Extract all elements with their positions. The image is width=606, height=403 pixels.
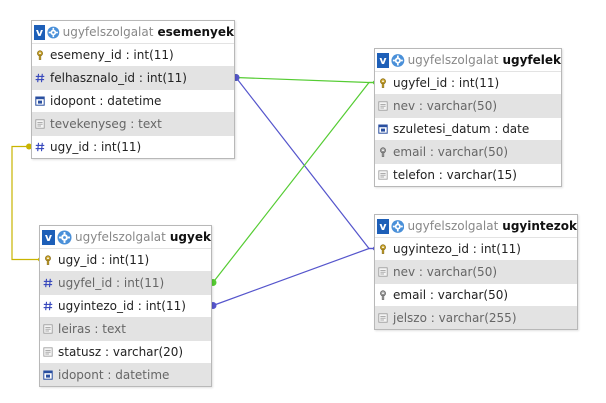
- column-label: statusz : varchar(20): [58, 345, 184, 359]
- table-header[interactable]: v ugyfelszolgalat ugyintezok: [375, 215, 577, 237]
- column-label: email : varchar(50): [393, 288, 509, 302]
- index-hash-icon: [32, 142, 50, 152]
- column-label: idopont : datetime: [58, 368, 170, 382]
- key-icon: [40, 255, 58, 265]
- key-icon: [32, 50, 50, 60]
- column-label: tevekenyseg : text: [50, 117, 162, 131]
- column-row[interactable]: idopont : datetime: [32, 89, 234, 112]
- text-column-icon: [375, 170, 393, 180]
- gear-icon[interactable]: [391, 53, 405, 68]
- column-row[interactable]: ugyfel_id : int(11): [40, 271, 211, 294]
- column-row[interactable]: nev : varchar(50): [375, 260, 577, 283]
- column-label: email : varchar(50): [393, 145, 509, 159]
- column-label: ugy_id : int(11): [58, 253, 150, 267]
- database-name: ugyfelszolgalat: [407, 53, 499, 67]
- column-label: esemeny_id : int(11): [50, 48, 174, 62]
- gear-icon[interactable]: [47, 25, 60, 40]
- column-label: nev : varchar(50): [393, 265, 498, 279]
- table-ugyek[interactable]: v ugyfelszolgalat ugyek ugy_id : int(11)…: [39, 225, 212, 387]
- text-column-icon: [40, 347, 58, 357]
- table-header[interactable]: v ugyfelszolgalat ugyek: [40, 226, 211, 248]
- column-row[interactable]: tevekenyseg : text: [32, 112, 234, 135]
- unique-key-icon: [375, 147, 393, 157]
- column-row[interactable]: email : varchar(50): [375, 283, 577, 306]
- column-row[interactable]: statusz : varchar(20): [40, 340, 211, 363]
- column-label: leiras : text: [58, 322, 126, 336]
- database-name: ugyfelszolgalat: [75, 230, 166, 244]
- column-label: telefon : varchar(15): [393, 168, 517, 182]
- table-header[interactable]: v ugyfelszolgalat esemenyek: [32, 21, 234, 43]
- key-icon: [375, 78, 393, 88]
- table-name: ugyintezok: [502, 219, 577, 233]
- table-ugyfelek[interactable]: v ugyfelszolgalat ugyfelek ugyfel_id : i…: [374, 48, 562, 187]
- column-label: ugyintezo_id : int(11): [393, 242, 521, 256]
- column-label: ugyintezo_id : int(11): [58, 299, 186, 313]
- unique-key-icon: [375, 290, 393, 300]
- column-row[interactable]: leiras : text: [40, 317, 211, 340]
- column-row[interactable]: telefon : varchar(15): [375, 163, 561, 186]
- database-name: ugyfelszolgalat: [62, 25, 154, 39]
- gear-icon[interactable]: [57, 229, 72, 245]
- key-icon: [375, 244, 393, 254]
- text-column-icon: [375, 101, 393, 111]
- column-row[interactable]: szuletesi_datum : date: [375, 117, 561, 140]
- table-name: ugyfelek: [502, 53, 561, 67]
- column-row[interactable]: ugy_id : int(11): [32, 135, 234, 158]
- database-name: ugyfelszolgalat: [407, 219, 499, 233]
- column-row[interactable]: felhasznalo_id : int(11): [32, 66, 234, 89]
- column-row[interactable]: ugy_id : int(11): [40, 248, 211, 271]
- column-row[interactable]: ugyintezo_id : int(11): [40, 294, 211, 317]
- text-column-icon: [375, 313, 393, 323]
- date-icon: [375, 124, 393, 134]
- column-label: ugyfel_id : int(11): [393, 76, 500, 90]
- column-label: felhasznalo_id : int(11): [50, 71, 187, 85]
- column-label: szuletesi_datum : date: [393, 122, 530, 136]
- text-column-icon: [375, 267, 393, 277]
- toggle-v-icon[interactable]: v: [377, 218, 389, 234]
- index-hash-icon: [40, 301, 58, 311]
- column-row[interactable]: ugyintezo_id : int(11): [375, 237, 577, 260]
- toggle-v-icon[interactable]: v: [34, 24, 45, 40]
- column-row[interactable]: ugyfel_id : int(11): [375, 71, 561, 94]
- column-label: jelszo : varchar(255): [393, 311, 517, 325]
- table-name: esemenyek: [157, 25, 234, 39]
- table-esemenyek[interactable]: v ugyfelszolgalat esemenyek esemeny_id :…: [31, 20, 235, 159]
- table-header[interactable]: v ugyfelszolgalat ugyfelek: [375, 49, 561, 71]
- text-column-icon: [40, 324, 58, 334]
- column-label: ugyfel_id : int(11): [58, 276, 165, 290]
- relation-line: [11, 145, 40, 261]
- column-row[interactable]: nev : varchar(50): [375, 94, 561, 117]
- index-hash-icon: [32, 73, 50, 83]
- toggle-v-icon[interactable]: v: [42, 229, 55, 245]
- gear-icon[interactable]: [391, 219, 405, 234]
- column-row[interactable]: jelszo : varchar(255): [375, 306, 577, 329]
- table-name: ugyek: [169, 230, 211, 244]
- relation-line: [235, 76, 375, 84]
- column-label: nev : varchar(50): [393, 99, 498, 113]
- datetime-icon: [40, 370, 58, 380]
- relation-endpoint: [26, 143, 32, 150]
- index-hash-icon: [40, 278, 58, 288]
- relation-line: [212, 81, 375, 283]
- column-row[interactable]: esemeny_id : int(11): [32, 43, 234, 66]
- column-row[interactable]: idopont : datetime: [40, 363, 211, 386]
- relation-line: [212, 247, 375, 307]
- column-label: ugy_id : int(11): [50, 140, 142, 154]
- toggle-v-icon[interactable]: v: [377, 52, 389, 68]
- table-ugyintezok[interactable]: v ugyfelszolgalat ugyintezok ugyintezo_i…: [374, 214, 578, 330]
- column-row[interactable]: email : varchar(50): [375, 140, 561, 163]
- text-column-icon: [32, 119, 50, 129]
- datetime-icon: [32, 96, 50, 106]
- column-label: idopont : datetime: [50, 94, 162, 108]
